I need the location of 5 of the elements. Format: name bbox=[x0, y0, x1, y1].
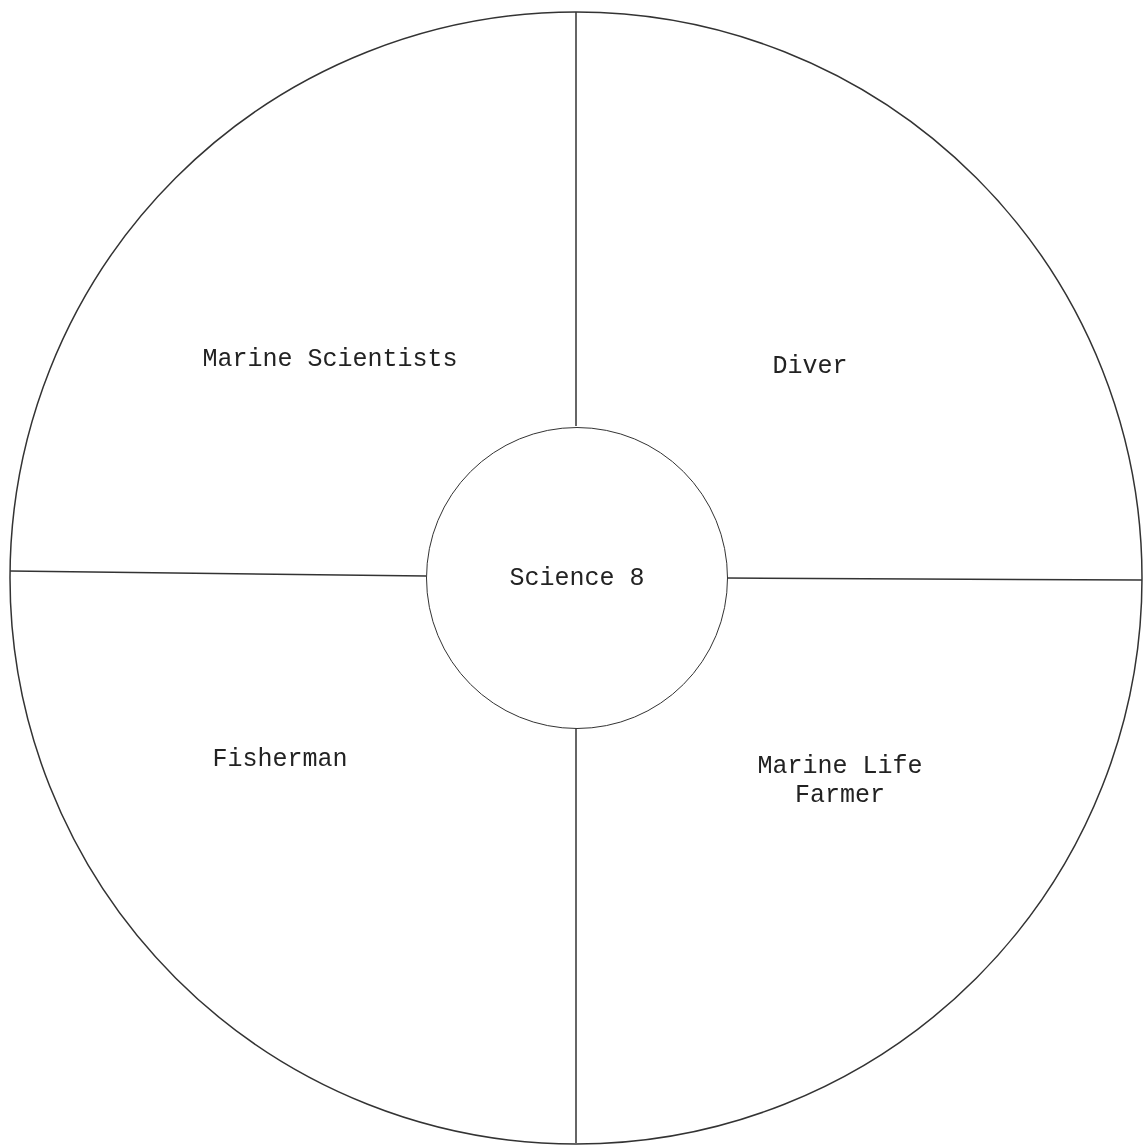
circle-label: Science 8 bbox=[508, 563, 646, 593]
sector-label: Fisherman bbox=[150, 745, 410, 780]
sector-label: Marine Scientists bbox=[200, 345, 460, 415]
sector-label: Marine Life Farmer bbox=[720, 752, 960, 822]
sector-label: Diver bbox=[700, 352, 920, 387]
